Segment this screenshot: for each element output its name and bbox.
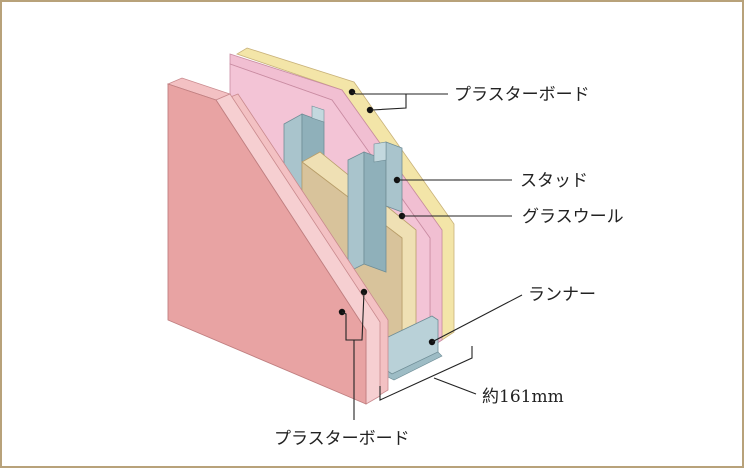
leader-stud — [393, 176, 512, 184]
label-stud: スタッド — [520, 171, 588, 191]
leader-runner — [428, 294, 523, 346]
front-stud-lip — [373, 141, 387, 163]
front-stud-web — [347, 151, 365, 273]
front-stud-back — [385, 141, 403, 213]
label-runner: ランナー — [528, 285, 596, 305]
label-plasterboard-top: プラスターボード — [454, 85, 590, 105]
front-stud — [347, 141, 403, 273]
leader-plasterboard-top — [348, 88, 448, 114]
front-stud-flange — [363, 151, 387, 273]
leader-plasterboard-bottom — [338, 288, 368, 420]
leader-glass-wool — [398, 212, 512, 220]
dimension-leader — [433, 377, 477, 395]
dimension-bracket — [379, 346, 473, 401]
back-stud-lip — [311, 105, 325, 123]
label-plasterboard-bottom: プラスターボード — [274, 429, 410, 449]
label-thickness: 約161mm — [482, 387, 564, 407]
label-glass-wool: グラスウール — [522, 207, 624, 227]
front-plasterboard — [166, 77, 389, 405]
front-outer-board-face — [167, 83, 367, 405]
thickness-dimension — [379, 346, 477, 401]
